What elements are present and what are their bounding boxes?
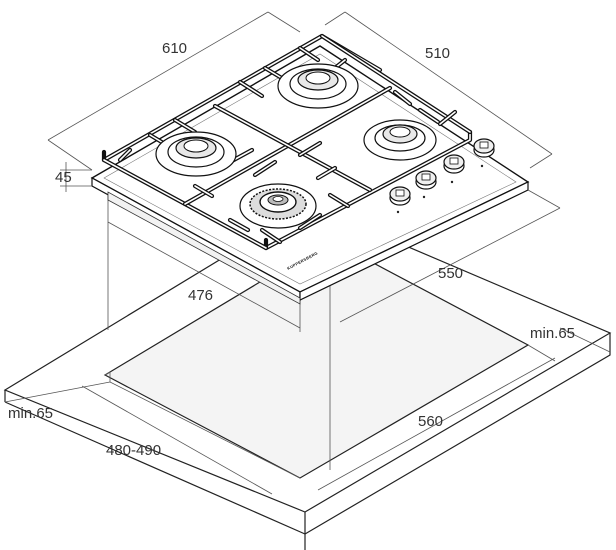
label-cutout-top-depth: 476	[188, 287, 213, 304]
burner-right	[363, 119, 437, 161]
hob: KUPPERSBERG	[90, 33, 530, 305]
countertop-side-edge	[304, 333, 611, 535]
label-hob-height: 45	[55, 169, 72, 186]
label-hob-width: 610	[162, 40, 187, 57]
label-min-back: min.65	[530, 325, 575, 342]
burner-rear	[277, 63, 359, 109]
dimension-labels: 610 510 45 476 550 min.65 min.65 480-490…	[8, 40, 575, 459]
burner-left	[155, 131, 237, 177]
knob-1	[389, 186, 411, 206]
hob-underside	[107, 191, 301, 305]
dim-line-min-back	[527, 344, 556, 362]
dim-line-min-front	[4, 381, 111, 403]
knob-indicators	[396, 164, 484, 214]
pan-support-grates	[101, 33, 473, 251]
label-cutout-top-width: 550	[438, 265, 463, 282]
label-cutout-width: 560	[418, 413, 443, 430]
cutout-inner-wall	[104, 371, 301, 479]
dim-line-cutout-top-width	[339, 207, 561, 323]
dim-line-cutout-top-depth	[107, 221, 301, 329]
knob-2	[415, 170, 437, 190]
dim-line-cutout-width	[317, 357, 556, 491]
dim-line-hob-depth	[344, 11, 553, 155]
dim-line-cutout-depth	[81, 385, 273, 495]
hob-inner-frame	[103, 53, 517, 285]
control-knobs	[389, 138, 495, 214]
dimension-lines	[4, 11, 611, 495]
knob-3	[443, 154, 465, 174]
label-hob-depth: 510	[425, 45, 450, 62]
knob-4	[473, 138, 495, 158]
dim-line-hob-width	[47, 11, 269, 141]
label-min-front: min.65	[8, 405, 53, 422]
label-cutout-depth: 480-490	[106, 442, 161, 459]
burner-wok-front	[239, 183, 317, 229]
countertop-bottom-edge	[4, 401, 306, 535]
